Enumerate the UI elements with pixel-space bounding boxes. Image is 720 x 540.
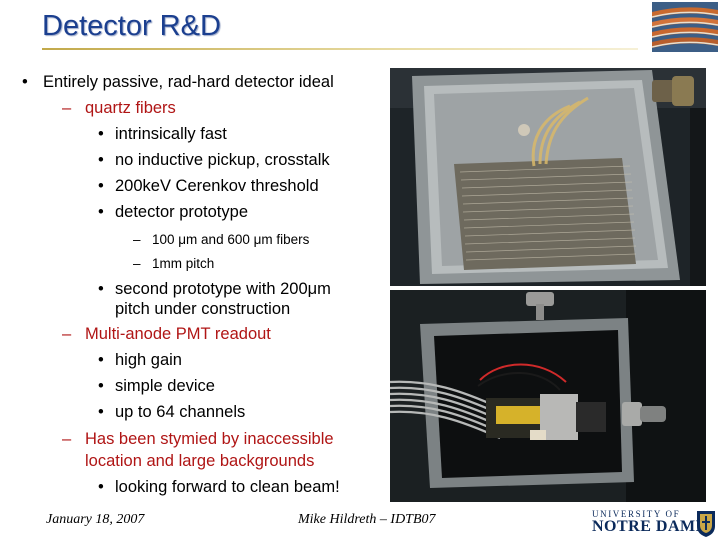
bullet-marker: • (98, 203, 104, 221)
footer-date: January 18, 2007 (46, 512, 145, 527)
outline-item: Multi-anode PMT readout (85, 325, 271, 343)
logo-line-university: UNIVERSITY OF (592, 509, 681, 519)
bullet-marker: • (98, 280, 104, 298)
outline-item-continuation: location and large backgrounds (85, 452, 315, 470)
outline-item: simple device (115, 377, 215, 395)
bullet-marker: • (98, 177, 104, 195)
bullet-marker: • (98, 351, 104, 369)
outline-item: detector prototype (115, 203, 248, 221)
outline-item: 100 μm and 600 μm fibers (152, 232, 310, 247)
outline-item: looking forward to clean beam! (115, 478, 340, 496)
bullet-marker: • (98, 478, 104, 496)
bullet-marker: – (62, 430, 72, 448)
outline-item: quartz fibers (85, 99, 176, 117)
bullet-marker: • (22, 73, 28, 91)
logo-line-name: NOTRE DAME (592, 518, 707, 535)
bullet-marker: – (133, 256, 141, 271)
outline-item: 1mm pitch (152, 256, 215, 271)
outline-item-continuation: pitch under construction (115, 300, 291, 318)
pmt-readout-photo (390, 290, 706, 502)
outline-item: 200keV Cerenkov threshold (115, 177, 319, 195)
title-underline (42, 48, 638, 50)
university-logo: UNIVERSITY OF NOTRE DAME (592, 509, 718, 539)
outline-item: intrinsically fast (115, 125, 227, 143)
outline-item: Entirely passive, rad-hard detector idea… (43, 73, 334, 91)
bullet-marker: – (62, 99, 72, 117)
outline-item: Has been stymied by inaccessible (85, 430, 334, 448)
outline-item: up to 64 channels (115, 403, 246, 421)
bullet-marker: • (98, 403, 104, 421)
slide-title: Detector R&D (42, 10, 221, 42)
outline-item: second prototype with 200μm (115, 280, 331, 298)
bullet-marker: – (62, 325, 72, 343)
bullet-marker: • (98, 151, 104, 169)
footer-presenter: Mike Hildreth – IDTB07 (298, 512, 436, 527)
bullet-marker: • (98, 377, 104, 395)
outline-item: no inductive pickup, crosstalk (115, 151, 330, 169)
detector-prototype-photo (390, 68, 706, 286)
bullet-marker: • (98, 125, 104, 143)
header-photo (652, 2, 718, 52)
shield-icon (697, 511, 715, 537)
bullet-marker: – (133, 232, 141, 247)
outline-item: high gain (115, 351, 182, 369)
